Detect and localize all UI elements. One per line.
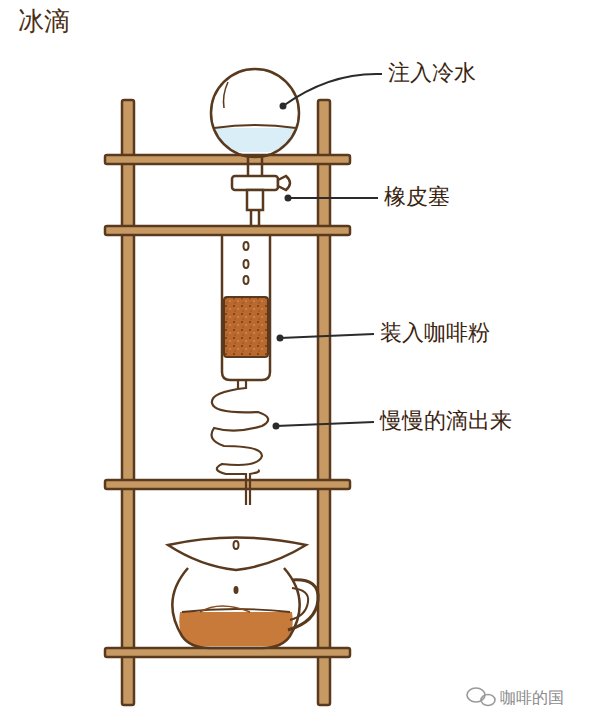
callout-label: 注入冷水 xyxy=(388,60,476,86)
leader-line xyxy=(274,74,383,429)
water-bowl xyxy=(211,69,299,176)
water-drop xyxy=(244,242,249,284)
coffee-server xyxy=(168,538,318,649)
drip-column xyxy=(222,235,270,380)
wooden-frame xyxy=(105,100,350,705)
watermark-icon xyxy=(467,688,495,706)
diagram-title: 冰滴 xyxy=(18,6,70,37)
rubber-stopper-valve xyxy=(232,176,290,226)
watermark: 咖啡的国 xyxy=(500,688,564,707)
callout-label: 橡皮塞 xyxy=(384,184,450,210)
callout-label: 慢慢的滴出来 xyxy=(380,408,512,434)
spiral-coil xyxy=(212,380,269,505)
callout-label: 装入咖啡粉 xyxy=(380,320,490,346)
